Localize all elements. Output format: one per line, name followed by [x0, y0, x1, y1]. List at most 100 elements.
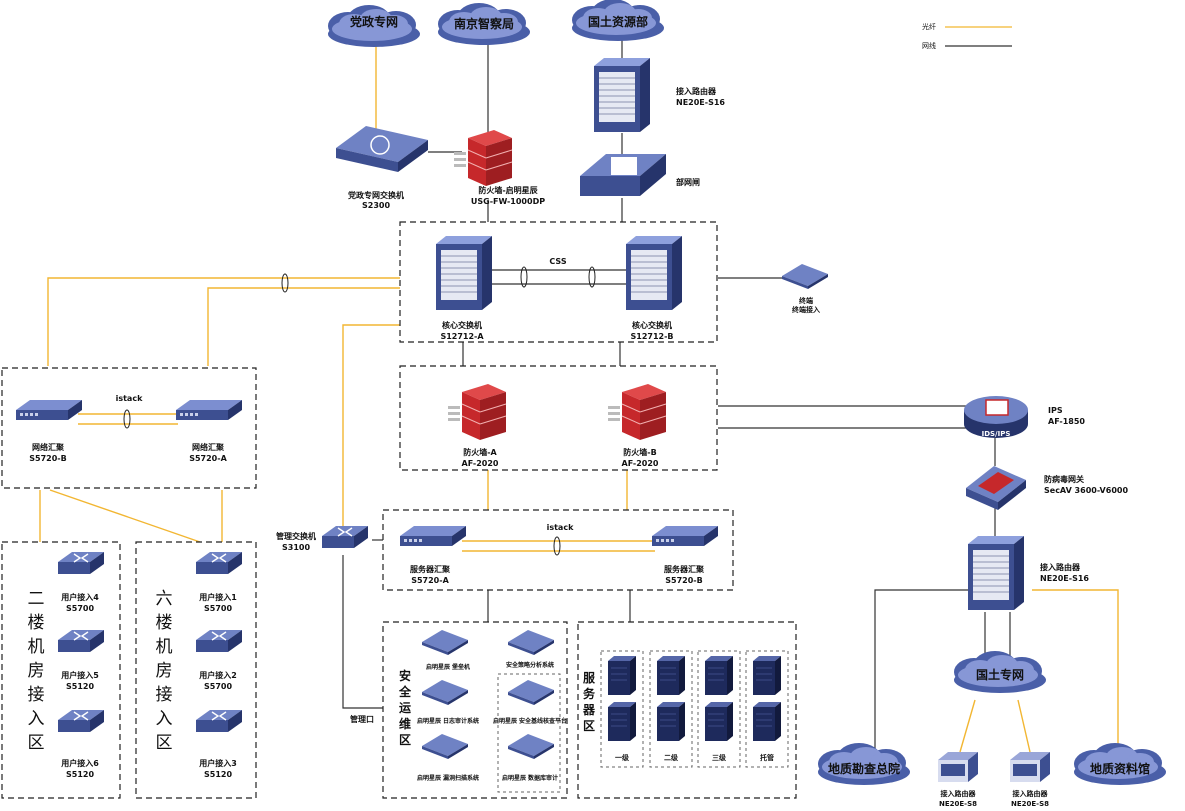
ops-bastion-host[interactable]: 启明星辰 堡垒机 — [422, 630, 470, 671]
mgmt-switch[interactable]: 管理交换机 S3100 — [276, 525, 369, 552]
server-group-3[interactable]: 三级 — [704, 655, 734, 762]
server-group-1[interactable]: 一级 — [607, 655, 637, 762]
floor6-char: 房 — [156, 661, 173, 681]
ops-baseline-check[interactable]: 启明星辰 安全基线核查平台 — [493, 680, 567, 725]
ops-log-audit[interactable]: 启明星辰 日志审计系统 — [417, 680, 479, 725]
ops-vuln-scan[interactable]: 启明星辰 漏洞扫描系统 — [417, 734, 479, 782]
security-ops-char: 全 — [398, 684, 412, 699]
floor2-char: 二 — [28, 589, 45, 609]
core-switch-a[interactable]: 核心交换机 S12712-A — [435, 235, 493, 341]
cloud-nanjing-police: 南京智察局 — [438, 3, 530, 45]
ministry-gateway[interactable]: 部网闸 — [580, 154, 700, 196]
floor2-char: 区 — [28, 733, 45, 753]
antivirus-gateway[interactable]: 防病毒网关 SecAV 3600-V6000 — [966, 466, 1128, 510]
user-access-4[interactable]: 用户接入4 S5700 — [57, 551, 105, 613]
security-ops-char: 区 — [399, 733, 411, 747]
ops-baseline-check-label: 启明星辰 安全基线核查平台 — [493, 717, 567, 725]
user-access-3[interactable]: 用户接入3 S5120 — [195, 709, 243, 779]
cloud-land-ministry: 国土资源部 — [572, 0, 664, 41]
core-switch-a-name: 核心交换机 — [442, 320, 482, 330]
floor6-char: 机 — [156, 637, 173, 657]
floor2-char: 机 — [28, 637, 45, 657]
server-agg-b[interactable]: 服务器汇聚 S5720-B — [652, 526, 718, 585]
security-ops-zone-label: 安 全 运 维 区 — [398, 668, 412, 747]
net-agg-a-name: 网络汇聚 — [192, 442, 225, 452]
user-access-3-model: S5120 — [204, 770, 232, 779]
server-agg-a-model: S5720-A — [411, 576, 449, 585]
antivirus-gateway-model: SecAV 3600-V6000 — [1044, 486, 1128, 495]
access-router-right[interactable]: 接入路由器 NE20E-S16 — [967, 535, 1089, 611]
terminal-access[interactable]: 终端 终端接入 — [782, 264, 828, 314]
floor2-char: 接 — [28, 685, 45, 705]
net-agg-a[interactable]: 网络汇聚 S5720-A — [176, 400, 242, 463]
server-group-4[interactable]: 托管 — [752, 655, 782, 762]
cloud-party-net: 党政专网 — [328, 5, 420, 47]
terminal-access-model: 终端接入 — [792, 305, 820, 314]
user-access-5-model: S5120 — [66, 682, 94, 691]
ops-policy-analysis[interactable]: 安全策略分析系统 — [506, 630, 554, 669]
switch-arrows-icon — [370, 135, 390, 155]
ops-bastion-host-label: 启明星辰 堡垒机 — [426, 663, 470, 671]
legend-fiber-label: 光纤 — [922, 22, 936, 31]
user-access-4-model: S5700 — [66, 604, 94, 613]
net-agg-b-model: S5720-B — [29, 454, 66, 463]
firewall-panel-icon — [978, 472, 1014, 494]
ops-db-audit[interactable]: 启明星辰 数据库审计 — [502, 734, 558, 782]
user-access-4-name: 用户接入4 — [60, 592, 99, 602]
floor6-zone-label: 六 楼 机 房 接 入 区 — [156, 589, 173, 753]
server-group-box-4 — [745, 650, 789, 768]
floor2-char: 入 — [28, 709, 45, 729]
server-group-4-label: 托管 — [760, 753, 774, 762]
access-router-s8-1-model: NE20E-S8 — [939, 800, 977, 808]
cloud-survey-institute-label: 地质勘查总院 — [828, 761, 900, 776]
access-router-s8-1[interactable]: 接入路由器 NE20E-S8 — [938, 752, 978, 808]
ops-policy-analysis-label: 安全策略分析系统 — [506, 661, 554, 669]
ips-device[interactable]: IDS/IPS IPS AF-1850 — [964, 396, 1085, 438]
access-router-top[interactable]: 接入路由器 NE20E-S16 — [593, 57, 725, 133]
cloud-party-net-label: 党政专网 — [350, 14, 398, 29]
firewall-zone-box — [399, 365, 718, 471]
floor2-zone-box — [1, 541, 121, 799]
istack-left-label: istack — [116, 394, 143, 403]
firewall-b[interactable]: 防火墙-B AF-2020 — [607, 383, 667, 468]
floor6-char: 六 — [156, 589, 173, 609]
cloud-survey-institute: 地质勘查总院 — [818, 743, 910, 785]
server-agg-a[interactable]: 服务器汇聚 S5720-A — [400, 526, 466, 585]
net-agg-a-model: S5720-A — [189, 454, 227, 463]
ips-name: IPS — [1048, 406, 1063, 415]
core-switch-b[interactable]: 核心交换机 S12712-B — [625, 235, 683, 341]
server-group-box-3 — [697, 650, 741, 768]
links — [39, 30, 1119, 760]
floor6-char: 入 — [156, 709, 173, 729]
firewall-b-model: AF-2020 — [622, 459, 659, 468]
access-router-right-model: NE20E-S16 — [1040, 574, 1089, 583]
core-zone-box — [399, 221, 718, 343]
server-group-3-label: 三级 — [712, 753, 727, 762]
party-switch[interactable]: 党政专网交换机 S2300 — [336, 126, 428, 210]
user-access-1[interactable]: 用户接入1 S5700 — [195, 551, 243, 613]
party-switch-model: S2300 — [362, 201, 390, 210]
css-label: CSS — [549, 257, 566, 266]
mgmt-switch-model: S3100 — [282, 543, 310, 552]
core-switch-b-name: 核心交换机 — [632, 320, 672, 330]
firewall-top[interactable]: 防火墙-启明星辰 USG-FW-1000DP — [453, 129, 545, 206]
user-access-2-model: S5700 — [204, 682, 232, 691]
security-ops-char: 运 — [399, 701, 411, 715]
user-access-5[interactable]: 用户接入5 S5120 — [57, 629, 105, 691]
user-access-6-model: S5120 — [66, 770, 94, 779]
firewall-b-name: 防火墙-B — [623, 447, 656, 457]
server-group-2[interactable]: 二级 — [656, 655, 686, 762]
firewall-a[interactable]: 防火墙-A AF-2020 — [447, 383, 507, 468]
user-access-6[interactable]: 用户接入6 S5120 — [57, 709, 105, 779]
server-group-box-2 — [649, 650, 693, 768]
cloud-land-private-net-label: 国土专网 — [976, 667, 1024, 682]
net-agg-b[interactable]: 网络汇聚 S5720-B — [16, 400, 82, 463]
net-agg-b-name: 网络汇聚 — [32, 442, 65, 452]
server-zone-char: 务 — [583, 686, 596, 701]
access-router-s8-2[interactable]: 接入路由器 NE20E-S8 — [1010, 752, 1050, 808]
access-router-top-name: 接入路由器 — [676, 86, 717, 96]
security-ops-zone-box — [382, 621, 568, 799]
user-access-2[interactable]: 用户接入2 S5700 — [195, 629, 243, 691]
legend: 光纤 网线 — [922, 22, 1012, 50]
